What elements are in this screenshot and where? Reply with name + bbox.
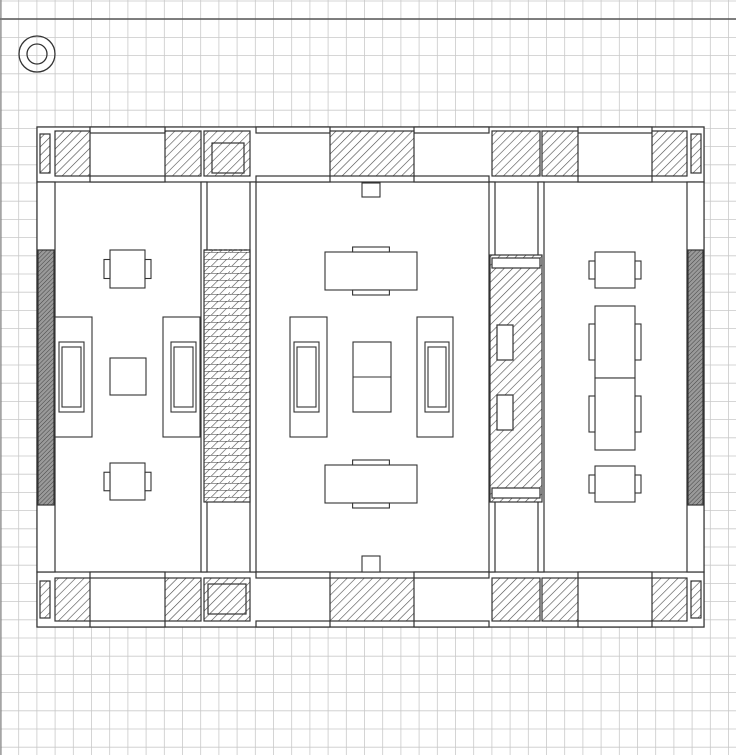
storage-shelf xyxy=(491,487,541,499)
table xyxy=(109,462,146,501)
partition-wall xyxy=(249,181,257,573)
storage-door xyxy=(496,324,514,361)
storage-shelf xyxy=(491,257,541,269)
hatched-block xyxy=(54,577,91,622)
window-frame xyxy=(89,126,166,134)
table xyxy=(594,377,636,451)
window-frame xyxy=(255,175,331,183)
hatched-block xyxy=(164,130,202,177)
hatched-block xyxy=(541,130,579,177)
window-frame xyxy=(413,571,490,579)
hatched-block xyxy=(329,577,415,622)
furniture xyxy=(54,182,642,573)
window-frame xyxy=(413,175,490,183)
table xyxy=(324,251,418,291)
shaft-square xyxy=(207,583,247,615)
side-table xyxy=(109,357,147,396)
hatched-block xyxy=(491,577,541,622)
window-frame xyxy=(577,571,653,579)
hatched-block xyxy=(329,130,415,177)
chair xyxy=(144,258,152,280)
hatched-block xyxy=(651,130,688,177)
hatched-service-blocks xyxy=(39,130,702,622)
chair xyxy=(588,474,596,494)
chair xyxy=(588,260,596,280)
chair xyxy=(352,246,390,253)
hatched-block xyxy=(54,130,91,177)
double-circle-icon xyxy=(18,35,56,73)
table xyxy=(594,305,636,379)
column-strip xyxy=(690,580,702,619)
chair xyxy=(634,323,642,361)
chair xyxy=(103,258,111,280)
chair xyxy=(103,471,111,492)
hatched-block xyxy=(651,577,688,622)
hatched-block xyxy=(491,130,541,177)
sofa-cushion xyxy=(173,346,194,408)
chair xyxy=(634,260,642,280)
table xyxy=(324,464,418,504)
chair xyxy=(144,471,152,492)
window-frame xyxy=(89,175,166,183)
sofa-cushion xyxy=(427,346,447,408)
chair xyxy=(588,395,596,433)
window-frame xyxy=(89,620,166,628)
window-frame xyxy=(255,126,331,134)
chair xyxy=(352,459,390,466)
fixture xyxy=(361,555,381,573)
right-wall-solid xyxy=(687,249,704,506)
fixture xyxy=(361,182,381,198)
chair xyxy=(634,395,642,433)
column-strip xyxy=(39,133,51,174)
left-wall-solid xyxy=(37,249,55,506)
storage-unit xyxy=(489,254,543,503)
chair xyxy=(352,289,390,296)
hatched-block xyxy=(541,577,579,622)
storage-door xyxy=(496,394,514,431)
sofa-cushion xyxy=(296,346,317,408)
hatched-block xyxy=(164,577,202,622)
staircase xyxy=(203,249,251,503)
chair xyxy=(352,502,390,509)
window-frame xyxy=(89,571,166,579)
table xyxy=(594,251,636,289)
window-frame xyxy=(255,571,331,579)
shaft-square xyxy=(211,142,245,174)
window-frame xyxy=(413,620,490,628)
window-frame xyxy=(577,620,653,628)
chair xyxy=(634,474,642,494)
sofa-cushion xyxy=(61,346,82,408)
column-strip xyxy=(690,133,702,174)
window-frame xyxy=(577,175,653,183)
column-strip xyxy=(39,580,51,619)
window-frame xyxy=(413,126,490,134)
table xyxy=(594,465,636,503)
chair xyxy=(588,323,596,361)
table xyxy=(109,249,146,289)
window-frame xyxy=(577,126,653,134)
window-frame xyxy=(255,620,331,628)
